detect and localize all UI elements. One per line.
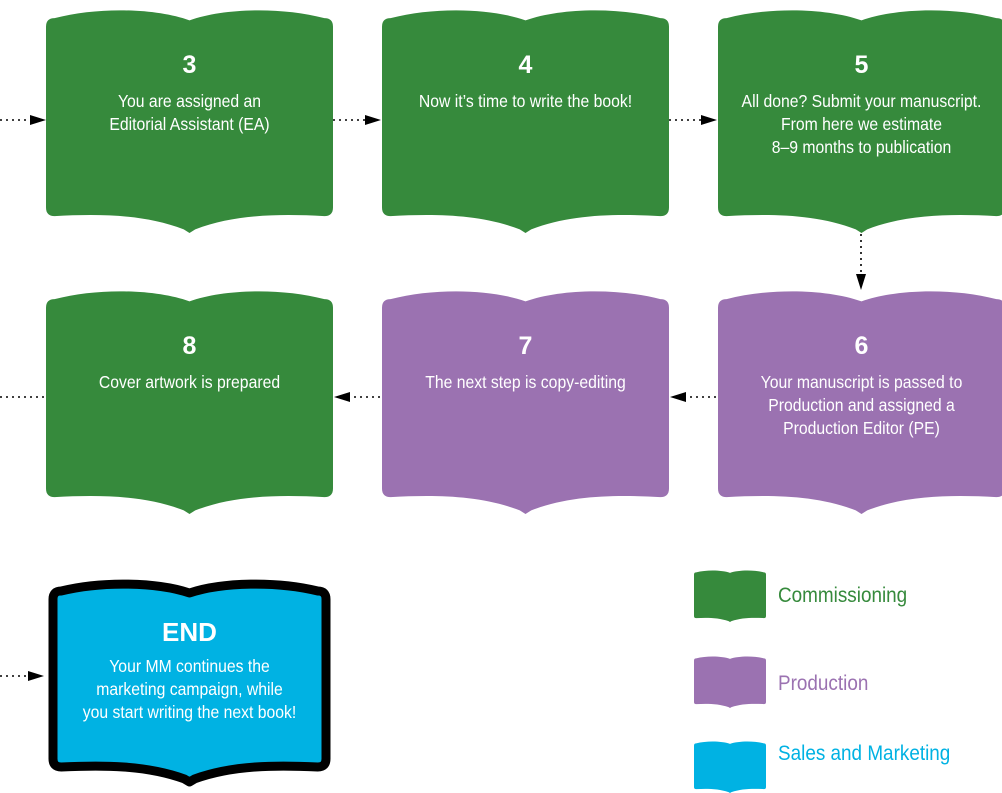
end-title: END <box>162 617 217 647</box>
step-7-book-shape <box>382 291 669 514</box>
step-3-line-2: Editorial Assistant (EA) <box>109 114 270 134</box>
arrow-step-6-to-step-7 <box>670 392 718 402</box>
legend-sales-and-marketing-label: Sales and Marketing <box>778 742 951 765</box>
step-4-node: 4 Now it’s time to write the book! <box>382 8 669 234</box>
end-description: Your MM continues the marketing campaign… <box>64 655 315 724</box>
step-6-line-2: Production and assigned a <box>768 395 955 415</box>
step-4-line-1: Now it’s time to write the book! <box>418 91 633 111</box>
legend-commissioning-swatch <box>694 570 766 622</box>
step-7-node: 7 The next step is copy-editing <box>382 289 669 514</box>
step-3-description: You are assigned an Editorial Assistant … <box>62 90 317 136</box>
step-5-description: All done? Submit your manuscript. From h… <box>734 90 989 159</box>
step-8-description: Cover artwork is prepared <box>62 371 317 394</box>
legend-production-label: Production <box>778 672 869 695</box>
step-8-number: 8 <box>182 332 197 360</box>
step-5-line-1: All done? Submit your manuscript. <box>741 91 982 111</box>
legend-sales-and-marketing-swatch <box>694 741 766 793</box>
arrow-out-of-step-8 <box>0 396 46 398</box>
legend-commissioning-label: Commissioning <box>778 584 908 607</box>
step-8-node: 8 Cover artwork is prepared <box>46 289 333 514</box>
step-6-node: 6 Your manuscript is passed to Productio… <box>718 289 1002 514</box>
step-6-description: Your manuscript is passed to Production … <box>734 371 989 440</box>
step-3-line-1: You are assigned an <box>117 91 262 111</box>
end-line-3: you start writing the next book! <box>82 702 297 722</box>
end-node: END Your MM continues the marketing camp… <box>48 577 331 787</box>
step-8-book-shape <box>46 291 333 514</box>
step-4-number: 4 <box>518 51 533 79</box>
end-line-1: Your MM continues the <box>109 656 270 676</box>
step-3-node: 3 You are assigned an Editorial Assistan… <box>46 8 333 234</box>
step-5-number: 5 <box>854 51 869 79</box>
arrow-step-5-to-step-6 <box>856 234 866 290</box>
step-5-line-3: 8–9 months to publication <box>771 137 952 157</box>
arrow-into-step-3 <box>0 115 46 125</box>
step-7-description: The next step is copy-editing <box>398 371 653 394</box>
step-6-line-1: Your manuscript is passed to <box>760 372 963 392</box>
arrow-step-3-to-step-4 <box>333 115 381 125</box>
step-3-book-shape <box>46 10 333 234</box>
arrow-step-4-to-step-5 <box>669 115 717 125</box>
step-6-book-shape <box>718 291 1002 514</box>
end-book-shape <box>48 579 331 787</box>
step-4-description: Now it’s time to write the book! <box>398 90 653 113</box>
legend-production-swatch <box>694 656 766 708</box>
step-6-number: 6 <box>854 332 869 360</box>
step-3-number: 3 <box>182 51 197 79</box>
step-8-line-1: Cover artwork is prepared <box>98 372 281 392</box>
arrow-step-7-to-step-8 <box>334 392 382 402</box>
end-line-2: marketing campaign, while <box>96 679 283 699</box>
step-4-book-shape <box>382 10 669 234</box>
step-5-book-shape <box>718 10 1002 233</box>
step-5-node: 5 All done? Submit your manuscript. From… <box>718 8 1002 233</box>
step-7-number: 7 <box>518 332 533 360</box>
arrow-into-end <box>0 671 44 681</box>
step-7-line-1: The next step is copy-editing <box>425 372 626 392</box>
step-6-line-3: Production Editor (PE) <box>783 418 940 438</box>
step-5-line-2: From here we estimate <box>780 114 943 134</box>
